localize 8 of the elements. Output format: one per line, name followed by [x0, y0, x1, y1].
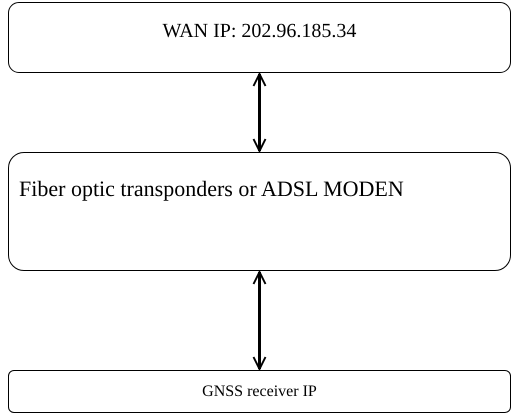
box-label: Fiber optic transponders or ADSL MODEN	[19, 175, 405, 203]
process-box	[8, 370, 511, 413]
box-label: GNSS receiver IP	[201, 382, 318, 402]
double-arrow	[252, 271, 266, 370]
process-box	[8, 2, 511, 73]
process-box	[8, 152, 511, 271]
double-arrow	[252, 73, 266, 152]
box-label: WAN IP: 202.96.185.34	[162, 19, 358, 44]
